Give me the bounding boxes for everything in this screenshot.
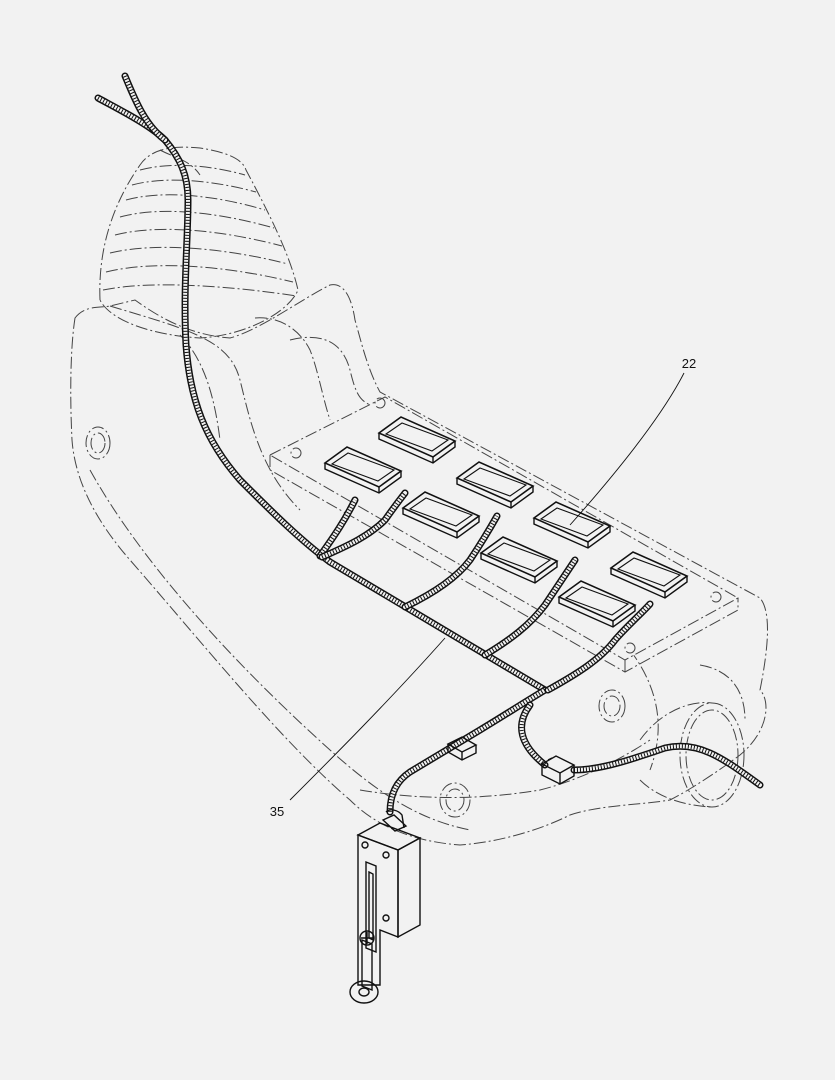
reference-numeral-35: 35 — [270, 804, 284, 819]
rocker-switch-4 — [401, 491, 481, 539]
rocker-switch-6 — [479, 536, 559, 584]
rocker-switch-8 — [557, 580, 637, 628]
harness-lead-to-switch — [386, 686, 549, 816]
rocker-switch-3 — [455, 461, 535, 509]
limit-switch — [349, 809, 422, 1004]
branch-4 — [481, 556, 579, 659]
reference-numeral-22: 22 — [682, 356, 696, 371]
harness-lead-right — [518, 701, 549, 769]
leader-35 — [289, 637, 446, 801]
inline-connector-right — [540, 755, 576, 785]
rocker-switches — [323, 416, 689, 628]
rocker-switch-2 — [323, 446, 403, 494]
branch-1 — [316, 496, 359, 560]
harness-exit-right — [570, 742, 764, 789]
rocker-switch-1 — [377, 416, 457, 464]
console-body — [70, 284, 768, 846]
joystick-boot — [99, 146, 299, 339]
harness-lead-top — [121, 72, 169, 144]
rocker-switch-7 — [609, 551, 689, 599]
inline-connector-left — [446, 736, 478, 761]
branch-5 — [544, 600, 654, 694]
leader-22 — [569, 372, 685, 526]
rocker-switch-5 — [532, 501, 612, 549]
branch-3 — [401, 512, 501, 611]
switch-panel — [268, 396, 740, 673]
harness-trunk — [94, 94, 549, 694]
branch-2 — [318, 489, 409, 561]
wiring-harness — [94, 72, 764, 816]
